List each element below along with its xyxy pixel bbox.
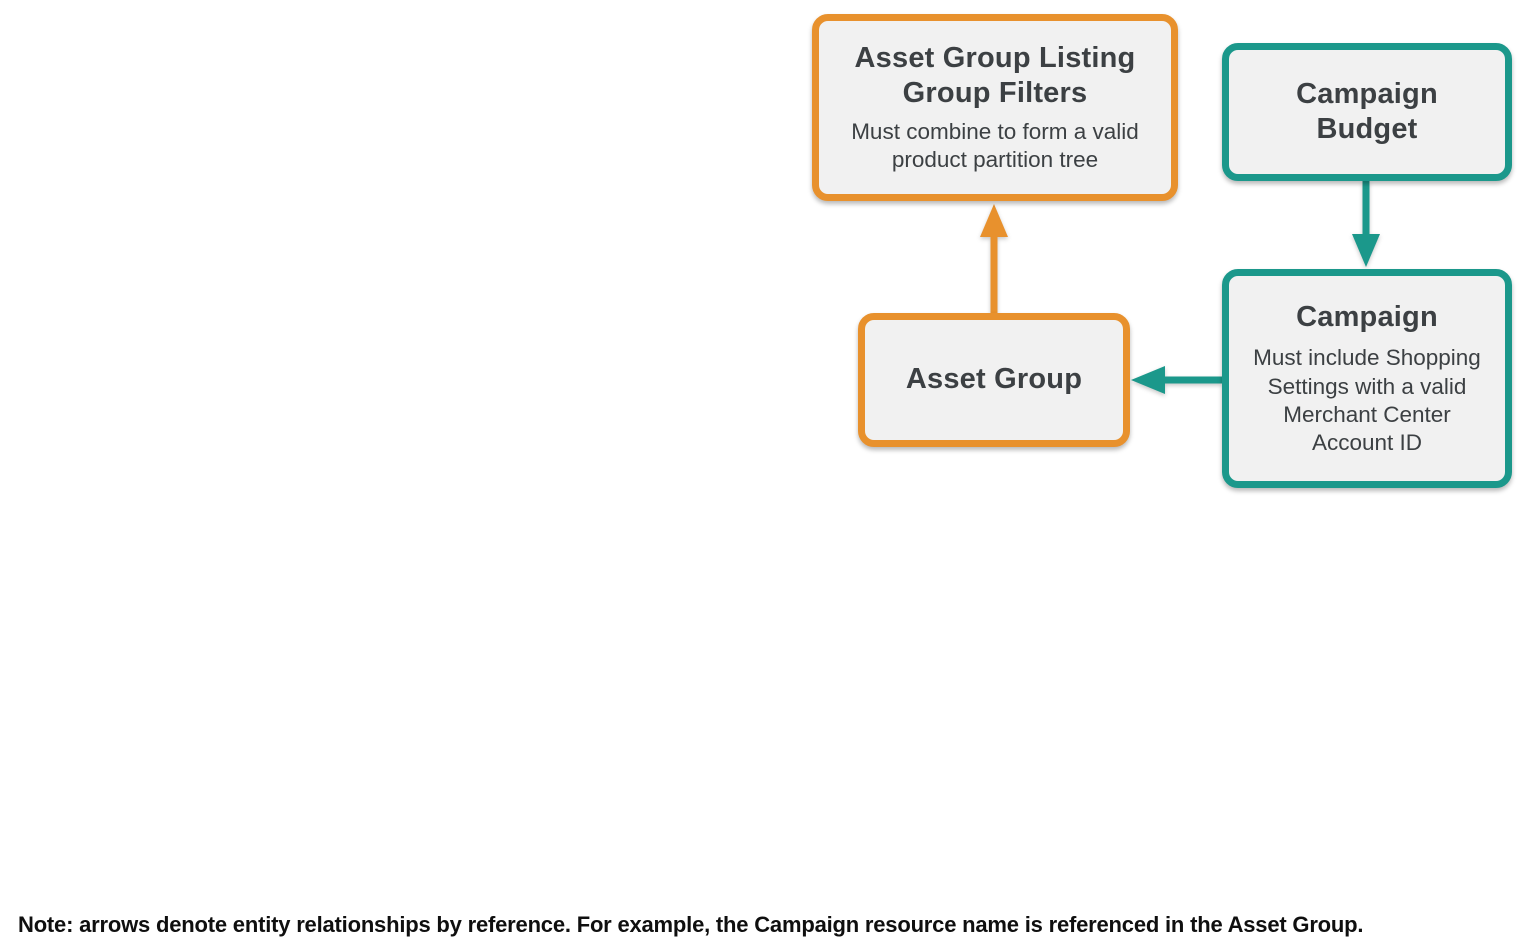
node-title: Asset Group bbox=[905, 363, 1083, 396]
node-subtitle: Must include Shopping Settings with a va… bbox=[1253, 345, 1481, 455]
node-subtitle: Must combine to form a valid product par… bbox=[851, 119, 1139, 173]
node-campaign-budget: Campaign Budget bbox=[1222, 43, 1512, 181]
node-title: Campaign Budget bbox=[1296, 77, 1438, 145]
arrowhead-down-icon bbox=[1352, 234, 1380, 267]
arrow-campaign-to-asset-group bbox=[1131, 366, 1222, 394]
footnote: Note: arrows denote entity relationships… bbox=[18, 912, 1364, 937]
arrowhead-left-icon bbox=[1131, 366, 1165, 394]
node-asset-group: Asset Group bbox=[858, 313, 1130, 447]
arrow-asset-group-to-listing-filters bbox=[980, 204, 1008, 313]
arrowhead-up-icon bbox=[980, 204, 1008, 237]
node-title: Asset Group Listing Group Filters bbox=[854, 41, 1136, 109]
node-asset-group-listing-group-filters: Asset Group Listing Group Filters Must c… bbox=[812, 14, 1178, 201]
node-title: Campaign bbox=[1296, 301, 1438, 334]
node-campaign: Campaign Must include Shopping Settings … bbox=[1222, 269, 1512, 488]
arrow-campaign-budget-to-campaign bbox=[1352, 181, 1380, 267]
